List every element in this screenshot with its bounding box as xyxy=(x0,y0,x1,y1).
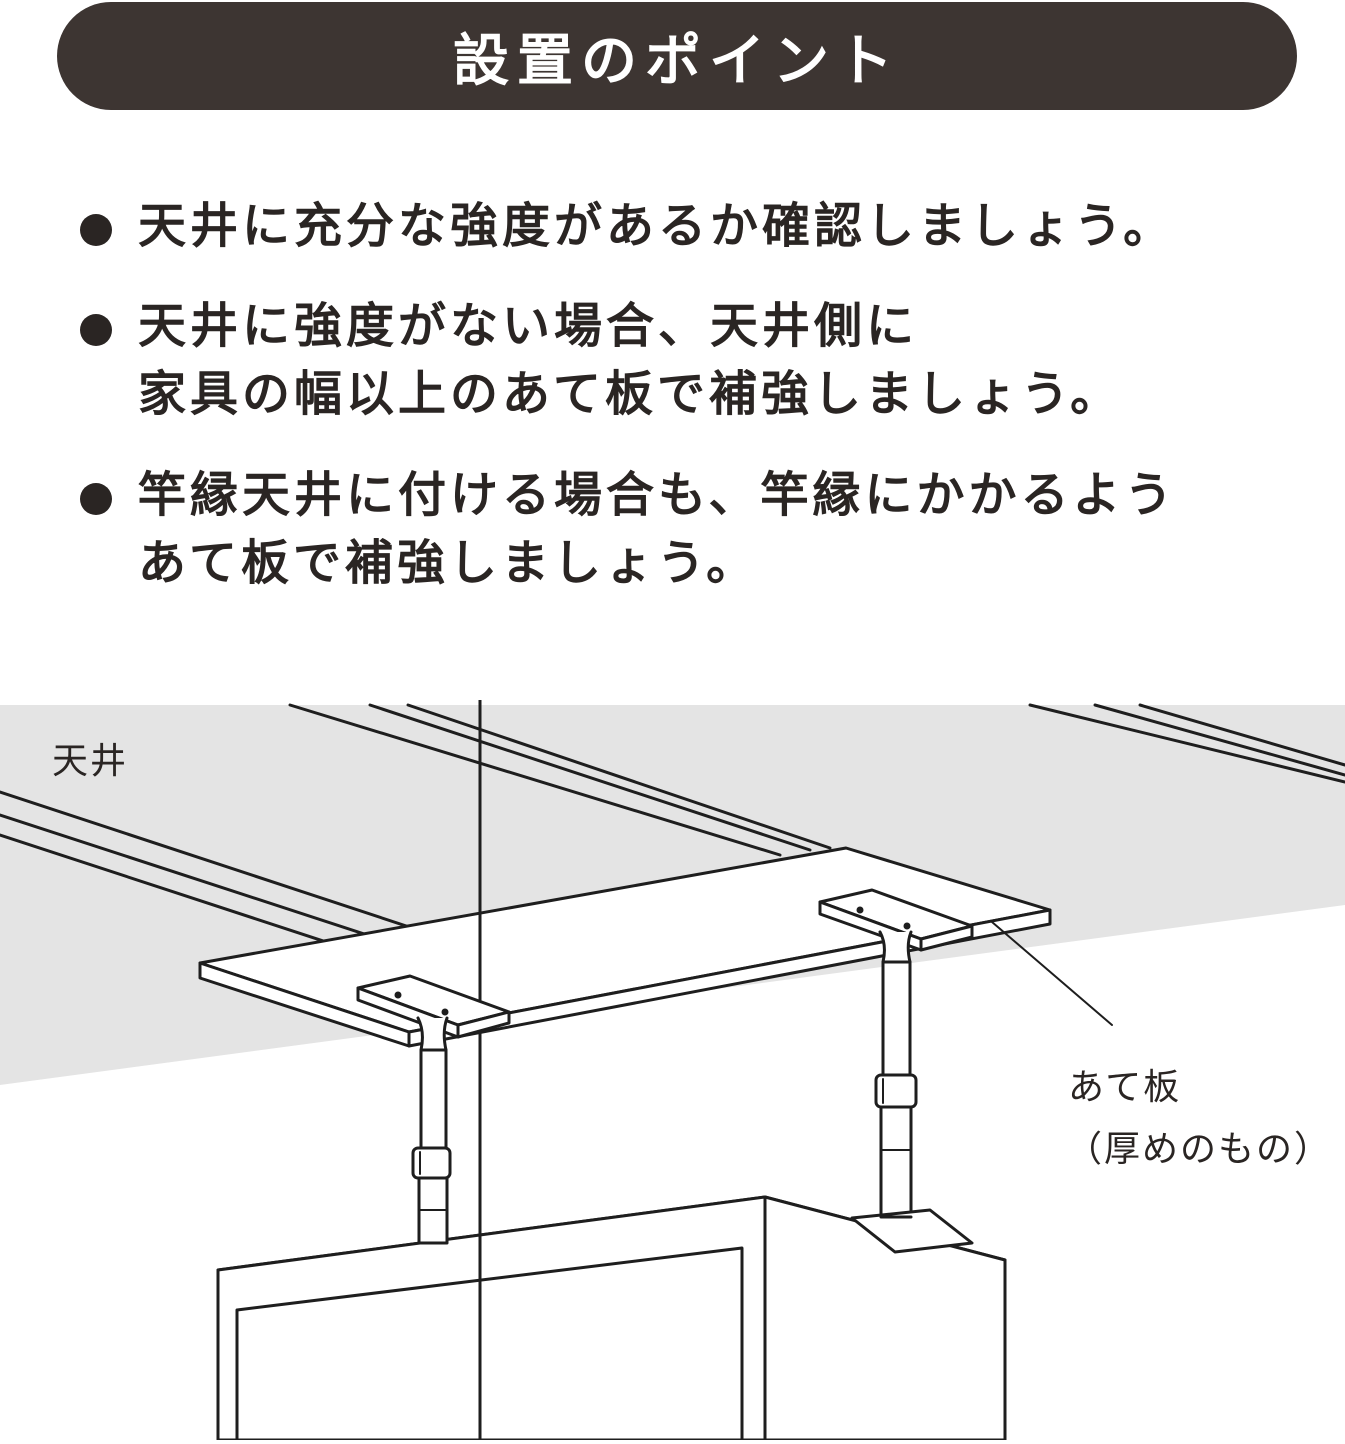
left-brace-pole xyxy=(419,1048,448,1162)
ceiling-molding xyxy=(1028,703,1345,784)
page-title: 設置のポイント xyxy=(453,28,901,94)
point-text: 竿縁天井に付ける場合も、竿縁にかかるよう xyxy=(138,467,1177,523)
ceiling-molding xyxy=(406,703,832,850)
ceiling-molding xyxy=(368,703,812,852)
point-text: 家具の幅以上のあて板で補強しましょう。 xyxy=(138,366,1123,422)
ceiling-molding xyxy=(288,703,782,857)
right-brace-foot xyxy=(850,1208,974,1254)
installation-points: 天井に充分な強度があるか確認しましょう。 天井に強度がない場合、天井側に 家具の… xyxy=(0,0,1345,620)
board-leader-line xyxy=(991,921,1113,1026)
board-label: あて板 xyxy=(1068,1067,1182,1108)
point-text: あて板で補強しましょう。 xyxy=(138,535,759,591)
ceiling-molding xyxy=(0,790,472,949)
ceiling-molding xyxy=(1138,703,1345,767)
bullet-icon xyxy=(80,214,112,246)
board-note: （厚めのもの） xyxy=(1066,1129,1333,1170)
cabinet-front xyxy=(216,1195,767,1442)
point-text: 天井に強度がない場合、天井側に xyxy=(138,298,919,354)
right-brace-pole-lower xyxy=(879,1105,913,1219)
left-brace-adjuster xyxy=(411,1146,452,1180)
right-brace-pole xyxy=(881,960,912,1094)
cabinet-door-frame xyxy=(235,1246,744,1442)
installation-illustration: 天井 あて板 （厚めのもの） xyxy=(0,698,1345,1442)
right-brace-neck xyxy=(878,930,913,964)
point-text: 天井に充分な強度があるか確認しましょう。 xyxy=(138,198,1176,254)
left-brace-neck xyxy=(416,1016,449,1052)
bullet-icon xyxy=(80,483,112,515)
title-banner: 設置のポイント xyxy=(57,2,1297,110)
bullet-icon xyxy=(80,314,112,346)
ceiling-brace-diagram xyxy=(0,698,1345,1442)
ceiling-label: 天井 xyxy=(52,741,129,782)
ceiling-molding xyxy=(1093,703,1345,777)
